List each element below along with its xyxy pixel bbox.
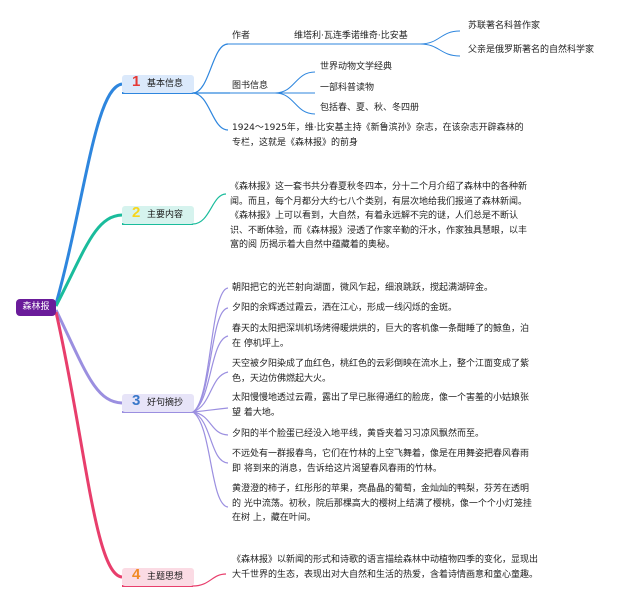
branch-number: 1 [132, 73, 141, 90]
author-note-2[interactable]: 父亲是俄罗斯著名的自然科学家 [468, 45, 595, 55]
link-root-content [54, 213, 123, 307]
root-node[interactable]: 森林报 [16, 299, 56, 316]
branch-basic-info[interactable]: 1 基本信息 [122, 73, 194, 93]
branch-label: 好句摘抄 [147, 398, 184, 408]
theme-text[interactable]: 《森林报》以新闻的形式和诗歌的语言描绘森林中动植物四季的变化，显现出 大千世界的… [232, 555, 539, 580]
link-root-basic [54, 82, 123, 305]
link-basic-history [192, 92, 229, 131]
author-name[interactable]: 维塔利·瓦连季诺维奇·比安基 [294, 31, 408, 41]
sentence-item[interactable]: 天空被夕阳染成了血红色，桃红色的云彩倒映在流水上，整个江面变成了紫色，天边仿佛燃… [232, 359, 530, 384]
branch-label: 主题思想 [147, 572, 184, 582]
sentence-item[interactable]: 不远处有一群报春鸟，它们在竹林的上空飞舞着，像是在用舞姿把春风春雨即 将到来的消… [232, 449, 530, 474]
main-content-text[interactable]: 《森林报》这一套书共分春夏秋冬四本，分十二个月介绍了森林中的各种新闻。而且，每个… [230, 182, 528, 250]
link-basic-author [192, 43, 229, 94]
sentence-item[interactable]: 夕阳的半个脸蛋已经没入地平线，黄昏夹着习习凉风飘然而至。 [232, 429, 485, 439]
sentence-item[interactable]: 夕阳的余辉透过霞云，洒在江心，形成一线闪烁的金斑。 [232, 303, 458, 313]
sentence-item[interactable]: 太阳慢慢地透过云霞，露出了早已胀得通红的脸庞，像一个害羞的小姑娘张望 着大地。 [232, 393, 530, 418]
branch-theme[interactable]: 4 主题思想 [122, 566, 194, 586]
branch-good-sentences[interactable]: 3 好句摘抄 [122, 392, 194, 412]
link-root-theme [54, 311, 123, 579]
branch-number: 4 [132, 566, 141, 583]
branch-label: 基本信息 [147, 79, 184, 89]
history-text[interactable]: 1924～1925年，维·比安基主持《新鲁滨孙》杂志，在该杂志开辟森林的专栏，这… [232, 123, 524, 148]
sentence-item[interactable]: 黄澄澄的柿子，红彤彤的苹果，亮晶晶的葡萄，金灿灿的鸭梨，芬芳在透明的 光中流荡。… [232, 484, 532, 523]
category-item-3[interactable]: 包括春、夏、秋、冬四册 [320, 103, 420, 113]
branch-main-content[interactable]: 2 主要内容 [122, 204, 194, 224]
sentence-item[interactable]: 朝阳把它的光芒射向湖面，微风乍起，细浪跳跃，搅起满湖碎金。 [232, 283, 494, 293]
branch-label: 主要内容 [147, 210, 184, 220]
category-item-1[interactable]: 世界动物文学经典 [320, 62, 393, 72]
author-label[interactable]: 作者 [232, 31, 251, 41]
category-item-2[interactable]: 一部科普读物 [320, 83, 375, 93]
category-label[interactable]: 图书信息 [232, 81, 269, 91]
branch-number: 3 [132, 392, 141, 409]
author-note-1[interactable]: 苏联著名科普作家 [468, 21, 541, 31]
sentence-item[interactable]: 春天的太阳把深圳机场烤得暖烘烘的，巨大的客机像一条酣睡了的鲸鱼，泊在 停机坪上。 [232, 324, 530, 349]
branch-number: 2 [132, 204, 141, 221]
link-root-sentences [54, 309, 123, 405]
